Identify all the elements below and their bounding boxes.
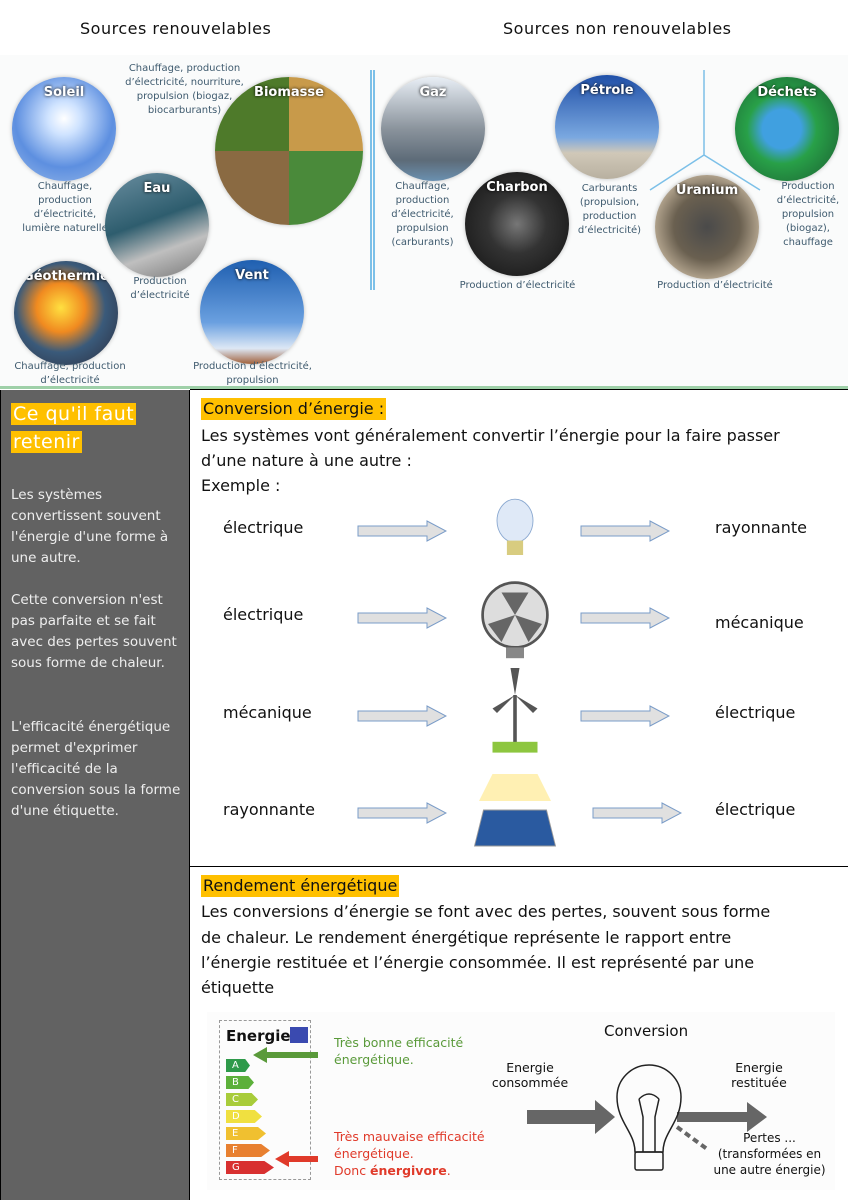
wind-turbine-icon	[492, 668, 538, 753]
source-energy: rayonnante	[223, 800, 315, 819]
divider	[370, 70, 375, 290]
vent-image: Vent	[200, 260, 304, 364]
grade-f: F	[226, 1144, 270, 1157]
conversion-line-1: Les systèmes vont généralement convertir…	[201, 426, 780, 445]
conversion-title: Conversion d’énergie :	[201, 398, 387, 420]
gaz-uses: Chauffage, production d’électricité, pro…	[391, 181, 454, 248]
fan-icon	[481, 581, 549, 659]
loss-label: Pertes ... (transformées en une autre én…	[713, 1131, 826, 1177]
arrow-icon	[580, 705, 670, 727]
geothermie-image: Géothermie	[14, 261, 118, 365]
grade-d: D	[226, 1110, 262, 1123]
target-energy: rayonnante	[715, 518, 807, 537]
uranium-image: Uranium	[655, 175, 759, 279]
arrow-icon	[357, 520, 447, 542]
arrow-icon	[357, 705, 447, 727]
input-arrow-icon	[527, 1100, 615, 1134]
grade-arrows	[253, 1047, 318, 1167]
output-energy-label: Energie restituée	[731, 1060, 787, 1090]
arrow-icon	[592, 802, 682, 824]
input-energy-label: Energie consommée	[491, 1060, 569, 1090]
source-energy: mécanique	[223, 703, 312, 722]
soleil-image: Soleil	[12, 77, 116, 181]
sidebar	[0, 390, 190, 1200]
arrow-icon	[580, 607, 670, 629]
target-energy: mécanique	[715, 613, 804, 632]
source-energy: électrique	[223, 605, 304, 624]
arrow-icon	[357, 607, 447, 629]
sidebar-paragraph-2: Cette conversion n'est pas parfaite et s…	[11, 592, 177, 671]
solar-panel-icon	[473, 774, 557, 847]
conversion-line-2: d’une nature à une autre :	[201, 451, 412, 470]
output-arrow-icon	[677, 1102, 767, 1132]
example-label: Exemple :	[201, 476, 281, 495]
rendement-line-4: étiquette	[201, 978, 275, 997]
grade-b: B	[226, 1076, 254, 1089]
source-energy: électrique	[223, 518, 304, 537]
section-divider	[190, 866, 848, 867]
band-divider	[0, 386, 848, 389]
dechets-uses: Production d’électricité, propulsion (bi…	[776, 181, 840, 248]
biomasse-uses: Chauffage, production d’électricité, nou…	[125, 63, 244, 116]
target-energy: électrique	[715, 703, 796, 722]
grade-g: G	[226, 1161, 274, 1174]
biomasse-image: Biomasse	[215, 77, 363, 225]
eau-image: Eau	[105, 173, 209, 277]
bad-arrow-icon	[275, 1151, 318, 1167]
energy-logo: Energie	[226, 1027, 291, 1045]
vent-uses: Production d’électricité, propulsion	[193, 361, 312, 386]
conversion-diagram-title: Conversion	[604, 1022, 689, 1040]
grade-a: A	[226, 1059, 250, 1072]
geothermie-uses: Chauffage, production d’électricité	[14, 361, 126, 386]
arrow-icon	[580, 520, 670, 542]
grade-e: E	[226, 1127, 266, 1140]
non-renewable-heading: Sources non renouvelables	[503, 19, 732, 38]
loss-arrow-icon	[675, 1125, 709, 1151]
renewable-heading: Sources renouvelables	[80, 19, 272, 38]
charbon-uses: Production d’électricité	[459, 280, 576, 291]
conversion-diagram	[527, 1064, 767, 1171]
lightbulb-icon	[496, 498, 534, 555]
good-efficiency-text: Très bonne efficacité énergétique.	[334, 1035, 464, 1067]
gaz-image: Gaz	[381, 77, 485, 181]
sidebar-paragraph-1: Les systèmes convertissent souvent l'éne…	[11, 487, 169, 566]
grade-c: C	[226, 1093, 258, 1106]
charbon-image: Charbon	[465, 172, 569, 276]
energy-sources-figure: Soleil Chauffage, production d’électrici…	[0, 55, 848, 388]
rendement-title: Rendement énergétique	[201, 875, 400, 897]
sidebar-paragraph-3: L'efficacité énergétique permet d'exprim…	[11, 719, 181, 819]
soleil-uses: Chauffage, production d’électricité, lum…	[22, 181, 108, 234]
lightbulb-icon	[616, 1064, 682, 1171]
eu-flag-icon	[290, 1027, 308, 1043]
rendement-line-1: Les conversions d’énergie se font avec d…	[201, 902, 771, 921]
petrole-image: Pétrole	[555, 75, 659, 179]
uranium-uses: Production d’électricité	[657, 280, 773, 291]
dechets-image: Déchets	[735, 77, 839, 181]
rendement-line-3: l’énergie restituée et l’énergie consomm…	[201, 953, 755, 972]
y-divider	[649, 70, 761, 191]
eau-uses: Production d’électricité	[130, 276, 190, 301]
petrole-uses: Carburants (propulsion, production d’éle…	[577, 183, 642, 236]
good-arrow-icon	[253, 1047, 318, 1063]
rendement-line-2: de chaleur. Le rendement énergétique rep…	[201, 928, 732, 947]
top-border	[190, 389, 848, 390]
target-energy: électrique	[715, 800, 796, 819]
arrow-icon	[357, 802, 447, 824]
bad-efficiency-text: Très mauvaise efficacité énergétique.Don…	[334, 1129, 485, 1178]
